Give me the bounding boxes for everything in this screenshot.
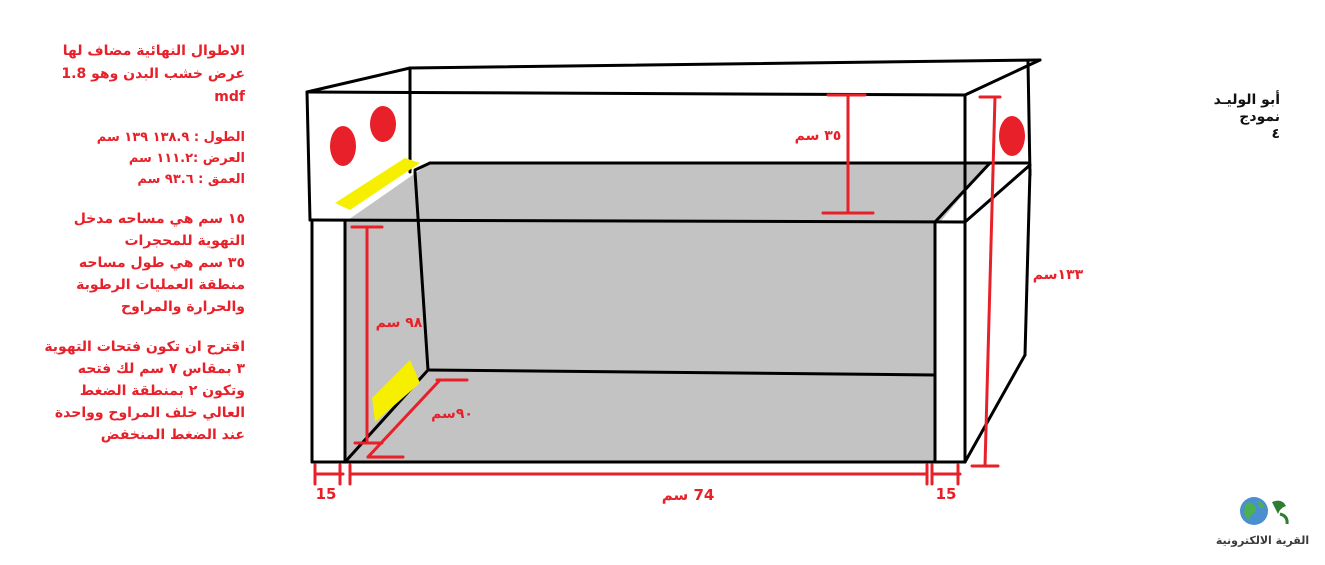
author-name: أبو الوليـد [1213, 92, 1280, 108]
vent-bottom [372, 360, 420, 422]
fan-circle [330, 126, 356, 166]
interior-floor [345, 222, 935, 462]
model-number: ٤ [1271, 126, 1280, 142]
author-block: أبو الوليـد نمودج ٤ [1130, 92, 1280, 143]
notes-para-3: ١٥ سم هي مساحه مدخل التهوية للمحجرات ٣٥ … [73, 211, 245, 315]
notes-panel: الاطوال النهائية مضاف لها عرض خشب البدن … [20, 40, 245, 464]
interior-back-wall [345, 163, 990, 222]
dim-label-right-entry: 15 [936, 485, 957, 503]
dimension-lines [313, 93, 1002, 486]
model-label: نمودج [1239, 109, 1280, 125]
site-logo: القرية الالكترونية [1200, 490, 1325, 550]
vent-top [335, 158, 420, 210]
fan-circle [999, 116, 1025, 156]
dim-label-total-height: ١٣٣سم [1033, 267, 1084, 283]
dim-label-depth: ٩٠سم [431, 406, 473, 422]
logo-text: القرية الالكترونية [1215, 534, 1310, 547]
dim-label-top-height: ٣٥ سم [795, 128, 842, 144]
fan-circle [370, 106, 396, 142]
globe-icon [1240, 497, 1289, 525]
dim-label-length: 74 سم [662, 486, 715, 504]
notes-para-1: الاطوال النهائية مضاف لها عرض خشب البدن … [61, 43, 245, 105]
notes-para-2: الطول : ١٣٨.٩ ١٣٩ سم العرض :١١١.٢ سم الع… [96, 130, 245, 187]
notes-para-4: اقترح ان تكون فتحات التهوية ٣ بمقاس ٧ سم… [44, 339, 245, 443]
dim-label-left-entry: 15 [316, 485, 337, 503]
box-frame [305, 58, 1042, 464]
dim-label-inner-height: ٩٨ سم [376, 315, 423, 331]
